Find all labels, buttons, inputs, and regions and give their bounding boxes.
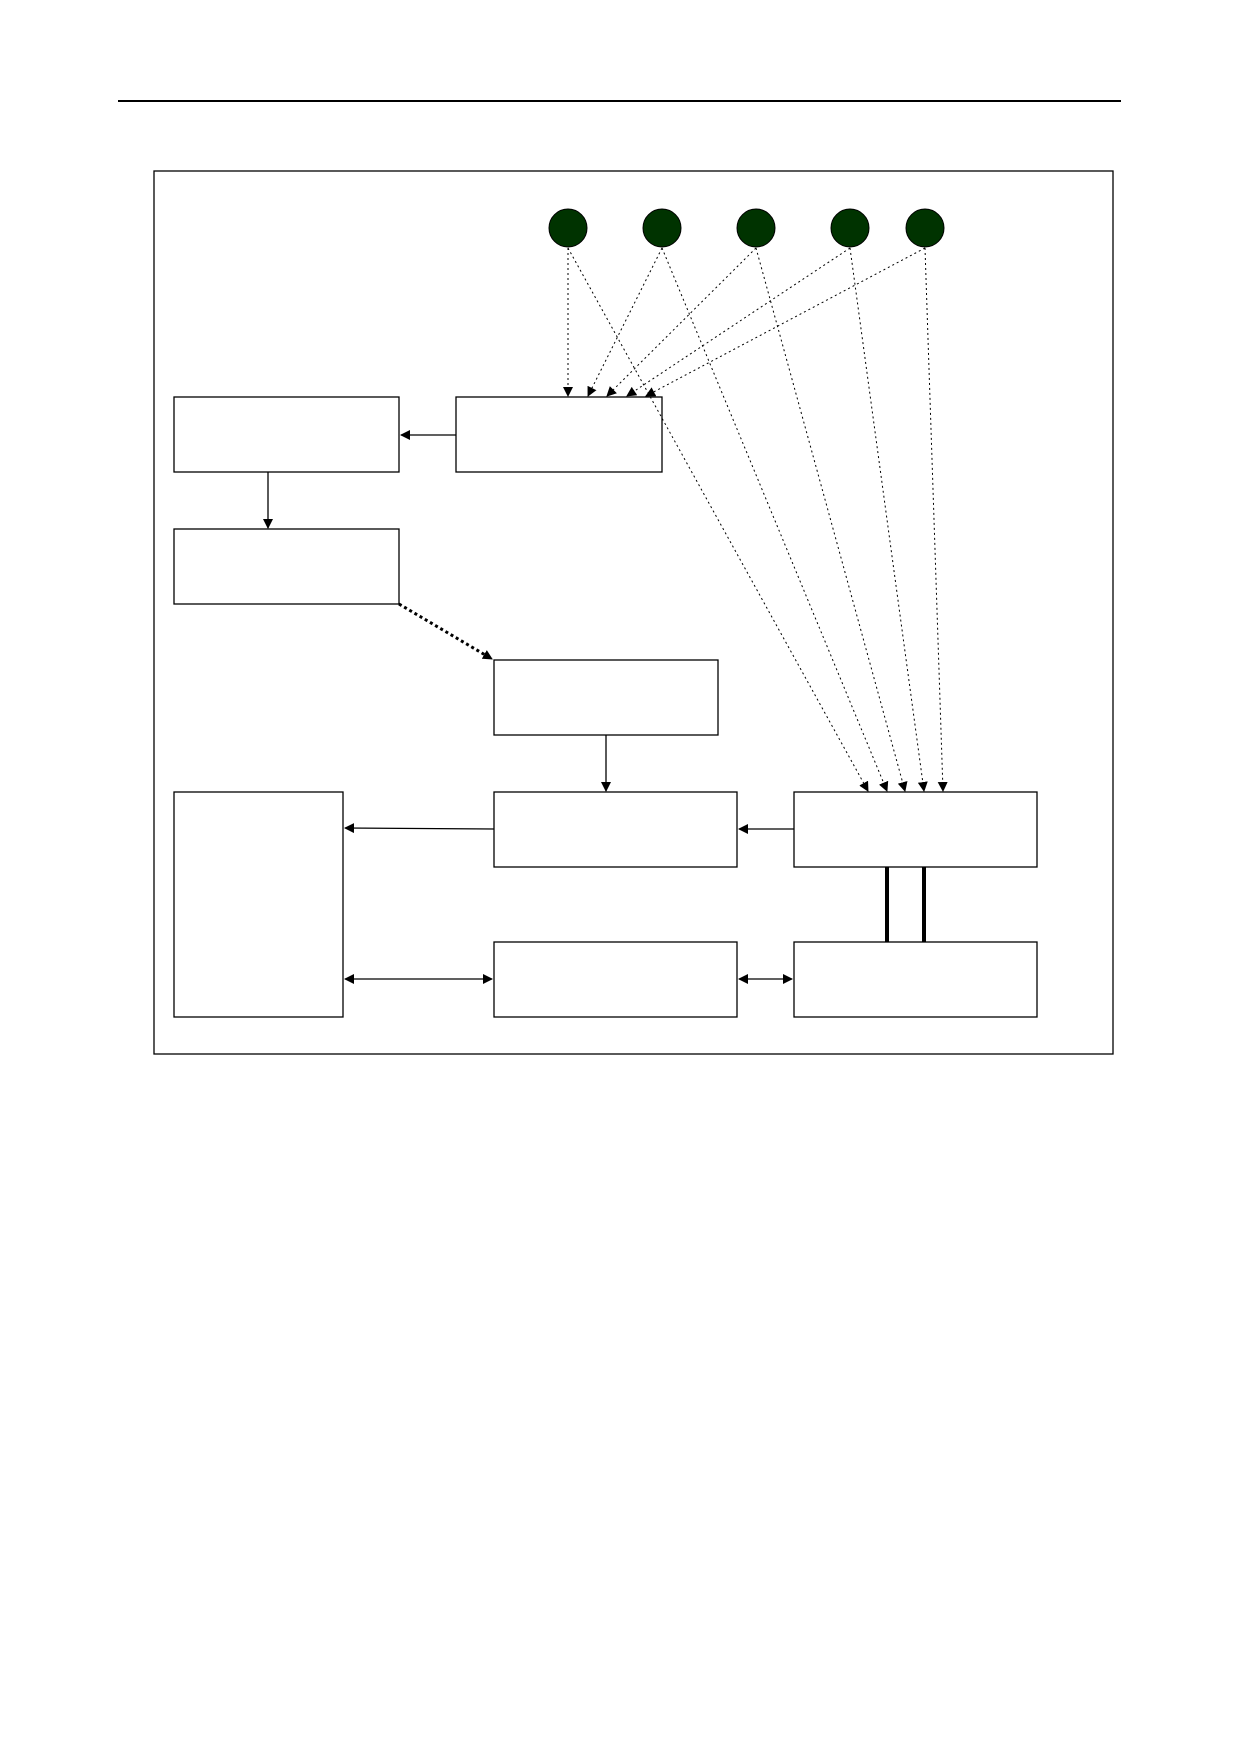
box-a [173, 396, 400, 473]
edge-sensor3-box-g [755, 247, 908, 792]
diagram-frame [153, 170, 1114, 1055]
sensor-node-2 [642, 208, 682, 248]
box-g [793, 791, 1038, 868]
box-c [173, 528, 400, 605]
edge-sensor4-box-g [849, 247, 928, 792]
edge-sensor3-box-b [606, 247, 757, 397]
sensor-node-4 [830, 208, 870, 248]
edge-sensor2-box-b [587, 247, 663, 397]
box-b [455, 396, 663, 473]
edge-sensor5-box-g [924, 247, 948, 792]
edge-sensor4-box-b [626, 247, 851, 397]
edge-box-c-to-box-d [398, 602, 493, 661]
box-d [493, 659, 719, 736]
edge-sensor2-box-g [661, 247, 889, 792]
sensor-node-5 [905, 208, 945, 248]
edge-sensor1-box-g [567, 247, 869, 792]
box-f [493, 791, 738, 868]
sensor-node-1 [548, 208, 588, 248]
sensor-node-3 [736, 208, 776, 248]
edge-box-f-to-box-e [344, 823, 495, 834]
sensor-group [548, 208, 945, 248]
box-i [793, 941, 1038, 1018]
box-e [173, 791, 344, 1018]
edge-sensor5-box-b [645, 247, 926, 397]
box-h [493, 941, 738, 1018]
